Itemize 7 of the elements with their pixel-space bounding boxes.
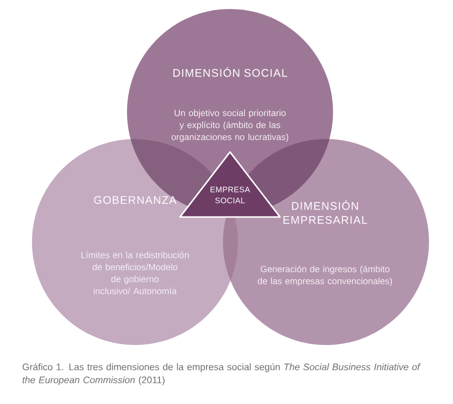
circle-description: Un objetivo social prioritario y explícito (ámbito de las organizaciones no lucrativas) [172, 110, 288, 142]
circle-heading: DIMENSIÓN EMPRESARIAL [283, 200, 368, 224]
circle-description: Límites en la redistribución de beneficios/Modelo de gobierno inclusivo/ Autonomía [81, 252, 189, 294]
circle-heading: GOBERNANZA [94, 196, 176, 204]
circle-description: Generación de ingresos (ámbito de las empresas convencionales) [258, 266, 392, 286]
circle-heading: DIMENSIÓN SOCIAL [173, 67, 288, 77]
figure-caption: Gráfico 1. Las tres dimensiones de la empresa social según The Social Business Initiative of the European Commission (2011) [22, 363, 421, 386]
